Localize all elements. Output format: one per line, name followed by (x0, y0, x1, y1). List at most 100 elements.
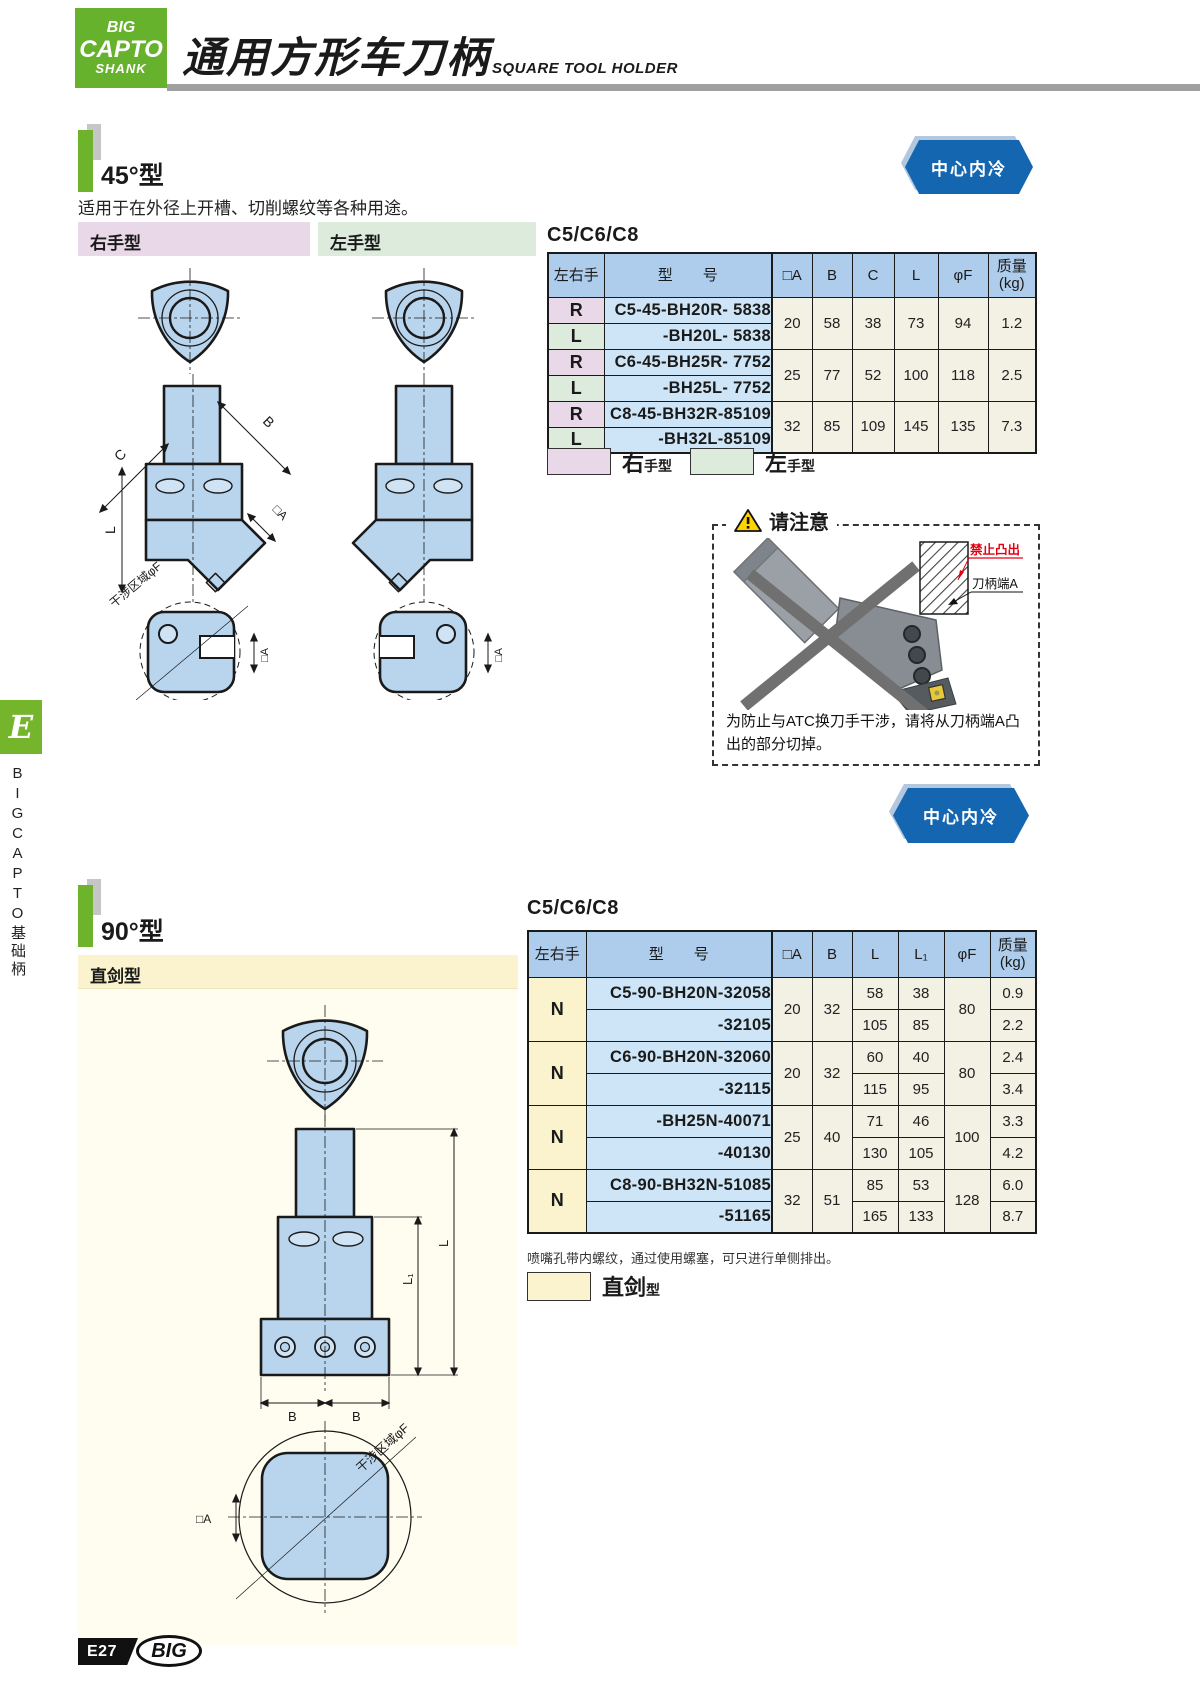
straight-front-view (259, 1115, 391, 1391)
straight-drawing: L₁ L B B 干涉区域φF □A (196, 1005, 458, 1613)
dim-l1: 85 (897, 1008, 945, 1042)
insert-hole (934, 690, 940, 696)
warning-illustration: 禁止凸出 刀柄端A (732, 538, 1023, 710)
page-title: 通用方形车刀柄 (182, 34, 491, 81)
table-90-header-row: 左右手 型 号 □A B L L₁ φF 质量 (kg) (527, 930, 1037, 978)
weight: 7.3 (987, 400, 1037, 454)
legend-straight-big: 直剑 (602, 1275, 647, 1300)
panel-left-hand-header: 左手型 (318, 222, 536, 256)
dim-b: 85 (811, 400, 853, 454)
col-hand: 左右手 (527, 930, 587, 978)
weight: 8.7 (989, 1200, 1037, 1234)
col-l: L (851, 930, 899, 978)
dim-l: 60 (851, 1040, 899, 1074)
warning-title-text: 请注意 (769, 512, 829, 534)
col-hand: 左右手 (547, 252, 605, 298)
logo-line-2: CAPTO (79, 35, 163, 63)
col-c: C (851, 252, 895, 298)
col-w: 质量 (kg) (987, 252, 1037, 298)
dim-f: 80 (943, 976, 991, 1042)
coolant-badge-1: 中心内冷 (905, 140, 1033, 194)
section90-heading: 90°型 (101, 918, 164, 946)
no-protrude-label: 禁止凸出 (970, 542, 1020, 557)
col-f: φF (943, 930, 991, 978)
page-subtitle: SQUARE TOOL HOLDER (492, 60, 678, 77)
section45-heading: 45°型 (101, 162, 164, 190)
dim-c: 52 (851, 348, 895, 402)
warning-icon (734, 509, 762, 532)
logo-line-1: BIG (106, 19, 136, 37)
col-b: B (811, 252, 853, 298)
dim-a: 32 (771, 400, 813, 454)
table-row: N -BH25N-40071 25 40 71 46 100 3.3 (527, 1104, 1037, 1170)
legend-right-small: 手型 (644, 458, 673, 474)
section45-description: 适用于在外径上开槽、切削螺纹等各种用途。 (78, 199, 418, 218)
model-cell: -BH25L- 7752 (603, 374, 773, 402)
right-hand-bottom-view: 干涉区域φF □A (107, 559, 271, 703)
legend-straight-label: 直剑型 (602, 1270, 660, 1302)
straight-extension-lines (260, 1128, 458, 1409)
hand-cell: N (527, 976, 587, 1042)
dim-l1: 95 (897, 1072, 945, 1106)
legend-straight-small: 型 (646, 1282, 661, 1298)
panel-right-hand-header: 右手型 (78, 222, 310, 256)
dim-b: 40 (811, 1104, 853, 1170)
col-a: □A (771, 930, 813, 978)
col-model: 型 号 (603, 252, 773, 298)
header-divider (167, 84, 1200, 91)
dim-label-b: B (288, 1409, 297, 1424)
legend-right-swatch (547, 448, 611, 475)
dim-label-a-bottom: □A (493, 647, 505, 662)
table-45-header-row: 左右手 型 号 □A B C L φF 质量 (kg) (547, 252, 1037, 298)
hand-cell: N (527, 1040, 587, 1106)
dim-l: 165 (851, 1200, 899, 1234)
model-cell: C8-90-BH32N-51085 (585, 1168, 773, 1202)
cross-line (740, 561, 920, 710)
panel-straight-label: 直剑型 (90, 967, 141, 986)
weight: 6.0 (989, 1168, 1037, 1202)
coolant-badge-2: 中心内冷 (893, 788, 1029, 843)
table-row: L -BH20L- 5838 (547, 322, 1036, 350)
col-w: 质量 (kg) (989, 930, 1037, 978)
dim-label-b: B (352, 1409, 361, 1424)
no-protrude-arrow (958, 570, 964, 580)
panel-left-hand: 左手型 (318, 222, 536, 703)
bolt-icon (913, 667, 931, 685)
section45-bar (78, 130, 93, 192)
dim-label-l: L (436, 1240, 451, 1247)
legend-left-label: 左手型 (765, 446, 815, 478)
dim-label-b: B (260, 413, 278, 431)
table-90: 左右手 型 号 □A B L L₁ φF 质量 (kg) N C5-90-BH2… (527, 930, 1037, 1234)
sidebar-index-tab: E (0, 700, 42, 754)
hand-cell: R (547, 296, 605, 324)
model-cell: C6-45-BH25R- 7752 (603, 348, 773, 376)
warning-title: 请注意 (726, 506, 837, 535)
straight-dim-labels: L₁ L B B (288, 1240, 451, 1424)
dim-l: 85 (851, 1168, 899, 1202)
right-hand-drawing: C B □A L 干涉区域φF □A (98, 268, 292, 703)
table-row: -51165 165 133 8.7 (528, 1200, 1037, 1234)
hand-cell: R (547, 348, 605, 376)
dim-a: 25 (771, 1104, 813, 1170)
dim-label-a-bottom: □A (196, 1512, 211, 1526)
dim-l1: 46 (897, 1104, 945, 1138)
weight: 2.5 (987, 348, 1037, 402)
model-cell: C5-45-BH20R- 5838 (603, 296, 773, 324)
section90-bar (78, 885, 93, 947)
bolt-icon (908, 646, 926, 664)
weight: 2.2 (989, 1008, 1037, 1042)
hand-cell: R (547, 400, 605, 428)
interference-label: 干涉区域φF (107, 559, 164, 610)
legend-left-swatch (690, 448, 754, 475)
series-label-90: C5/C6/C8 (527, 897, 619, 919)
dim-l1: 53 (897, 1168, 945, 1202)
legend-right-big: 右 (622, 451, 645, 476)
table-row: L -BH25L- 7752 (547, 374, 1036, 402)
weight: 0.9 (989, 976, 1037, 1010)
dim-l: 58 (851, 976, 899, 1010)
hand-cell: L (547, 322, 605, 350)
table-row: N C6-90-BH20N-32060 20 32 60 40 80 2.4 (527, 1040, 1037, 1106)
table-row: R C6-45-BH25R- 7752 25 77 52 100 118 2.5 (547, 348, 1037, 402)
straight-dimensions (259, 1127, 458, 1407)
model-cell: C5-90-BH20N-32058 (585, 976, 773, 1010)
